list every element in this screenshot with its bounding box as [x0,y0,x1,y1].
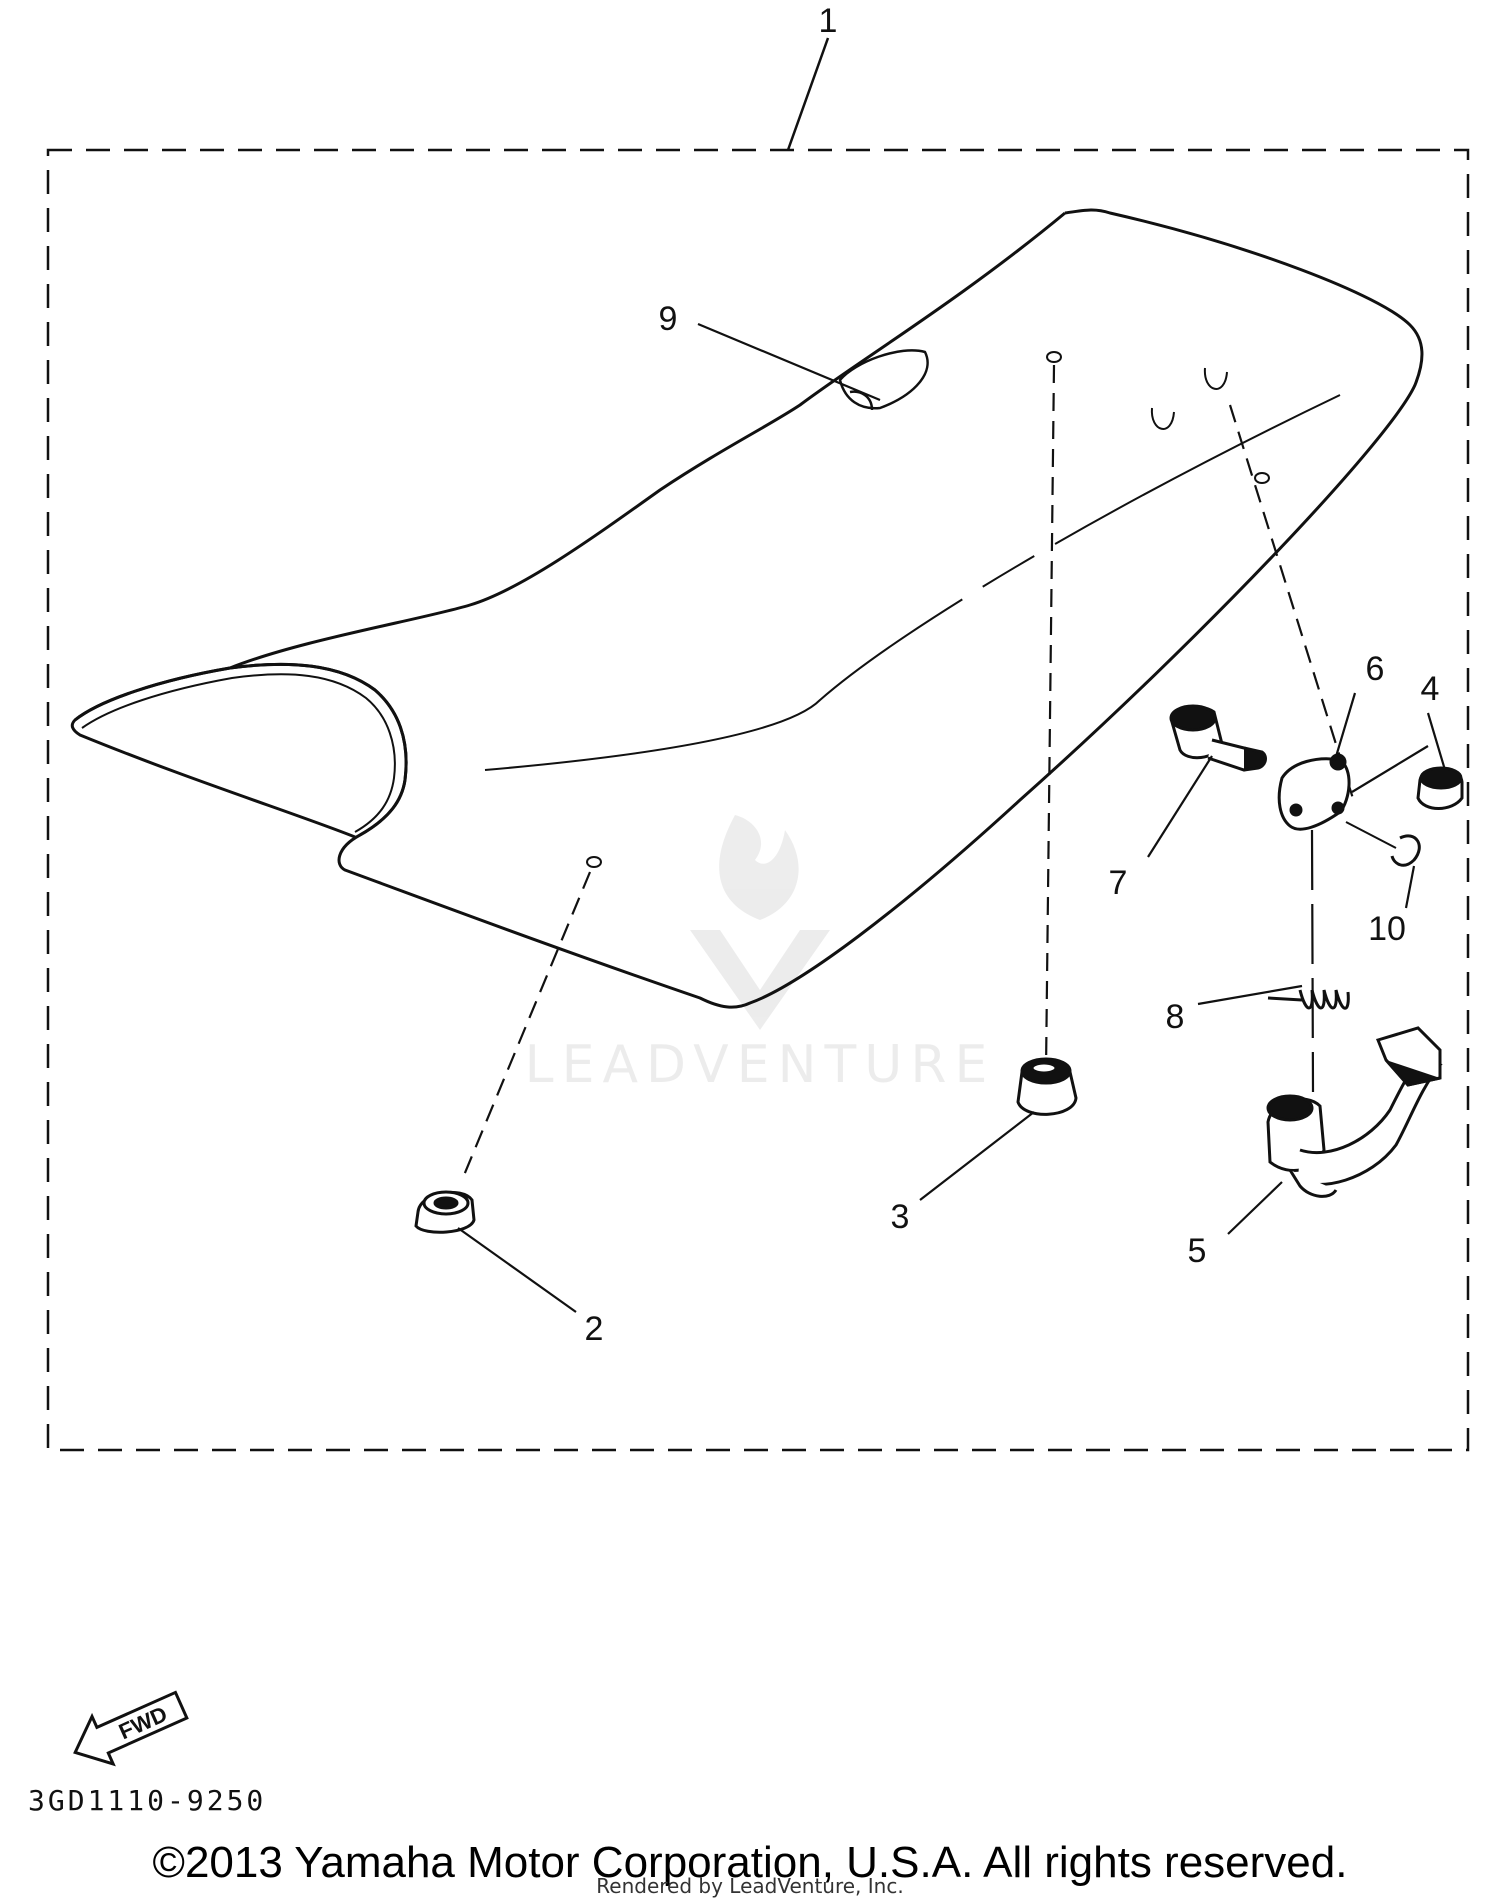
latch-lever-5 [1266,1026,1443,1198]
callout-6: 6 [1366,650,1385,688]
callout-2: 2 [585,1310,604,1348]
damper-3 [1016,1057,1078,1116]
callout-leaders [457,322,1447,1313]
spring-8 [1267,989,1350,1010]
seat-side-panel [74,211,1066,837]
clip-10 [1345,821,1421,867]
seat-crease [484,394,1341,771]
seat-tab [838,349,929,411]
callout-4: 4 [1421,670,1440,708]
assembly-leaders [460,364,1357,1181]
bracket-6 [1277,753,1351,831]
seat-holes [586,351,1270,868]
seat-assembly [70,208,1424,1009]
leadventure-watermark: LEADVENTURE [525,815,996,1095]
callout-numbers: 1 2 3 4 5 6 7 8 9 10 [585,2,1440,1348]
fwd-arrow-icon: FWD [73,1690,189,1767]
seat-inner-rim [81,673,396,833]
callout-8: 8 [1166,998,1185,1036]
grommet-2 [414,1190,476,1234]
copyright-notice: ©2013 Yamaha Motor Corporation, U.S.A. A… [152,1838,1348,1887]
callout-3: 3 [891,1198,910,1236]
watermark-text: LEADVENTURE [525,1035,996,1095]
pin-7 [1169,704,1267,772]
callout-1: 1 [819,2,838,40]
callout-7: 7 [1109,864,1128,902]
callout-9: 9 [659,300,678,338]
leadventure-logo-icon [690,815,830,1030]
part-code: 3GD1110-9250 [28,1784,267,1817]
callout-10: 10 [1368,910,1406,948]
nut-4 [1416,766,1464,810]
rendered-by-credit: Rendered by LeadVenture, Inc. [596,1874,904,1898]
assembly-border [46,37,1470,1452]
callout-5: 5 [1188,1232,1207,1270]
